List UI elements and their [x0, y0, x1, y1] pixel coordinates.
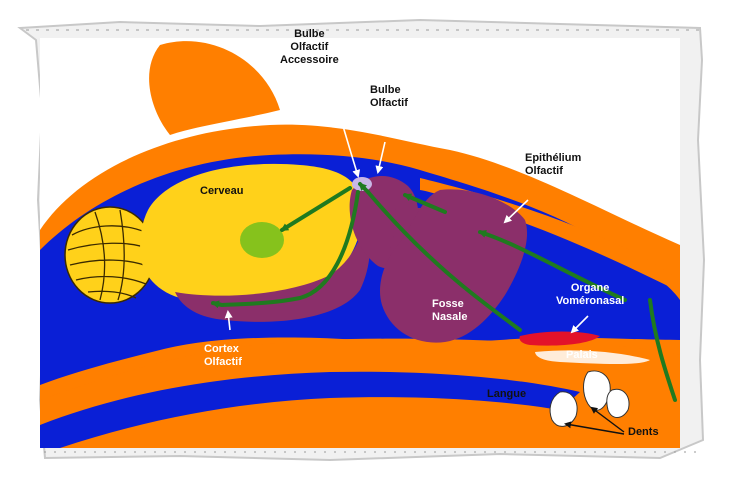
label-bulbe-accessoire-line1: Bulbe: [294, 28, 325, 40]
label-fosse-nasale: Fosse Nasale: [432, 298, 467, 324]
neural-pathways: [211, 182, 677, 402]
label-epithelium-olfactif: Epithélium Olfactif: [525, 152, 581, 178]
label-fosse-line2: Nasale: [432, 311, 468, 323]
label-bulbe-olfactif-line2: Olfactif: [370, 97, 408, 109]
olfactory-cortex: [175, 215, 370, 322]
label-pointers: [224, 141, 589, 334]
label-epithelium-line1: Epithélium: [525, 152, 582, 164]
label-dents: Dents: [628, 426, 659, 438]
accessory-bulb-pointer: [325, 65, 361, 178]
label-fosse-line1: Fosse: [432, 298, 464, 310]
label-bulbe-accessoire: Bulbe Olfactif Accessoire: [280, 28, 339, 67]
label-palais: Palais: [566, 349, 598, 361]
label-organe-vomeronasal: Organe Voméronasal: [556, 282, 624, 308]
label-organe-line2: Voméronasal: [556, 295, 625, 307]
vomeronasal-organ: [519, 331, 600, 346]
nasal-fossa: [379, 189, 528, 343]
label-cortex-olfactif: Cortex Olfactif: [204, 343, 242, 369]
ear-shape: [149, 41, 280, 136]
cortex-target-spot: [240, 222, 284, 258]
dents-pointers: [564, 406, 625, 435]
label-bulbe-olfactif-line1: Bulbe: [370, 84, 401, 96]
teeth: [549, 370, 630, 427]
label-epithelium-line2: Olfactif: [525, 165, 563, 177]
anatomy-artwork: [40, 38, 680, 448]
label-bulbe-accessoire-line3: Accessoire: [280, 54, 339, 66]
label-organe-line1: Organe: [570, 282, 610, 294]
label-bulbe-accessoire-line2: Olfactif: [290, 41, 329, 53]
label-bulbe-olfactif: Bulbe Olfactif: [370, 84, 408, 110]
label-cerveau: Cerveau: [200, 185, 244, 197]
label-langue: Langue: [487, 388, 527, 400]
label-cortex-line2: Olfactif: [204, 356, 242, 368]
label-cortex-line1: Cortex: [204, 343, 239, 355]
cerebellum: [64, 206, 156, 304]
